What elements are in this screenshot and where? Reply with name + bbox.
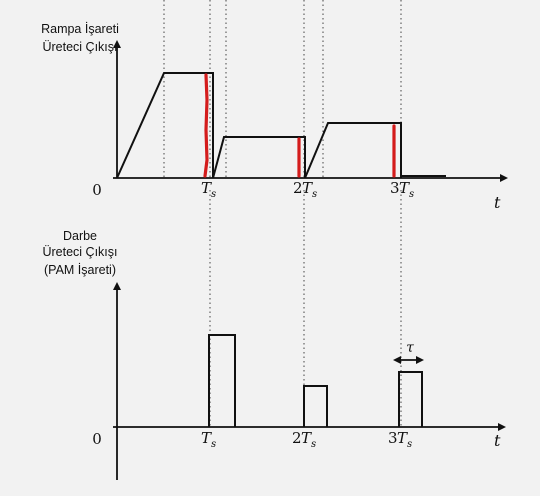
- pam-tick-3ts: 3 T s: [388, 429, 412, 450]
- tau-label: τ: [406, 340, 414, 356]
- ramp-tick-2ts: 2 T s: [293, 179, 317, 200]
- pam-pulse-1: [208, 334, 236, 427]
- ramp-tick-3ts: 3 T s: [390, 179, 414, 200]
- red-sample-mark-1: [203, 73, 209, 178]
- pam-tick-ts-T: T: [201, 429, 212, 447]
- ramp-plot: Rampa İşareti Üreteci Çıkışı 0 T s 2 T s…: [41, 22, 508, 212]
- ramp-segment-3: [304, 122, 402, 179]
- ramp-xlabel: t: [494, 193, 501, 212]
- pam-tick-ts: T s: [201, 429, 216, 450]
- pam-tick-ts-sub: s: [211, 439, 216, 450]
- ramp-tick-3ts-sub: s: [409, 189, 414, 200]
- pam-xlabel: t: [494, 431, 501, 450]
- pam-ylabel-line2: Üreteci Çıkışı: [42, 245, 117, 259]
- pam-pulse-3: [398, 371, 423, 427]
- ramp-segment-2: [212, 136, 306, 179]
- pam-tick-2ts: 2 T s: [292, 429, 316, 450]
- ramp-tick-3ts-T: T: [399, 179, 410, 197]
- ramp-tick-2ts-sub: s: [312, 189, 317, 200]
- ramp-origin-label: 0: [92, 181, 102, 199]
- ramp-segment-1: [116, 72, 214, 179]
- pam-tick-2ts-sub: s: [311, 439, 316, 450]
- pam-pulse-2: [303, 385, 328, 427]
- ramp-tick-2ts-coef: 2: [293, 179, 303, 197]
- ramp-tick-3ts-coef: 3: [390, 179, 400, 197]
- pam-tick-3ts-T: T: [397, 429, 408, 447]
- pam-plot: Darbe Üreteci Çıkışı (PAM İşareti) τ 0 T…: [42, 229, 506, 480]
- ramp-ylabel-line2: Üreteci Çıkışı: [42, 40, 117, 54]
- pam-tick-3ts-sub: s: [407, 439, 412, 450]
- ramp-tick-ts: T s: [201, 179, 216, 200]
- pam-tick-3ts-coef: 3: [388, 429, 398, 447]
- pam-ylabel-line3: (PAM İşareti): [44, 263, 116, 277]
- pam-ylabel-line1: Darbe: [63, 229, 97, 243]
- ramp-ylabel-line1: Rampa İşareti: [41, 22, 119, 36]
- ramp-tick-ts-T: T: [201, 179, 212, 197]
- pam-tick-2ts-coef: 2: [292, 429, 302, 447]
- pam-tick-2ts-T: T: [301, 429, 312, 447]
- ramp-tick-ts-sub: s: [211, 189, 216, 200]
- ramp-tick-2ts-T: T: [302, 179, 313, 197]
- guide-lines: [163, 0, 402, 428]
- pam-origin-label: 0: [92, 430, 102, 448]
